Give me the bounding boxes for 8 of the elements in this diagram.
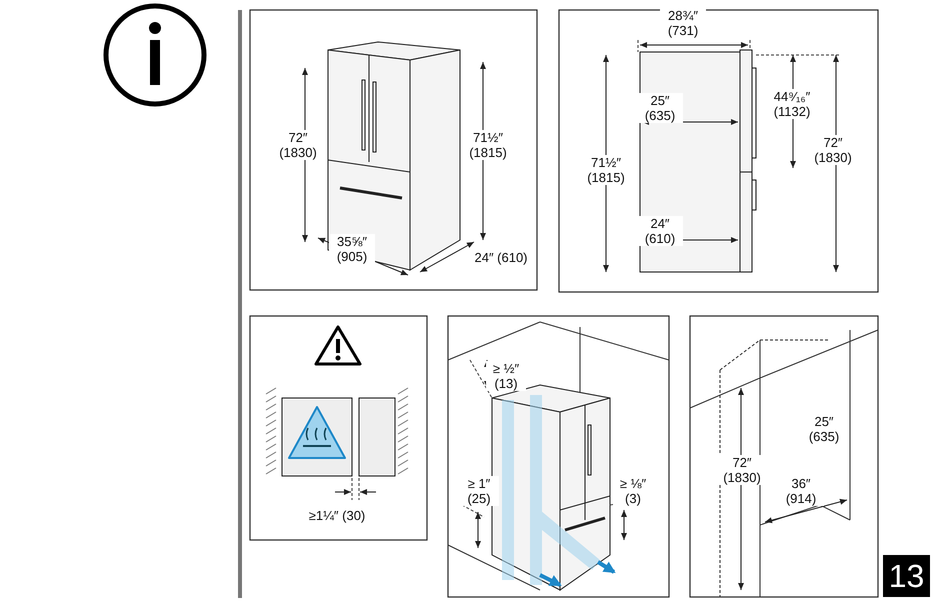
dimension-label: 24″ (610) [637, 216, 683, 246]
dimension-label: ≥ 1″ (25) [459, 476, 499, 506]
dimension-label: 25″ (635) [637, 93, 683, 123]
dimension-label: 28¾″ (731) [660, 8, 706, 38]
page-number: 13 [883, 555, 930, 597]
dimension-label: ≥1¼″ (30) [308, 508, 366, 523]
dimension-label: 24″ (610) [474, 250, 528, 265]
dimension-label: 35⅝″ (905) [329, 234, 375, 264]
